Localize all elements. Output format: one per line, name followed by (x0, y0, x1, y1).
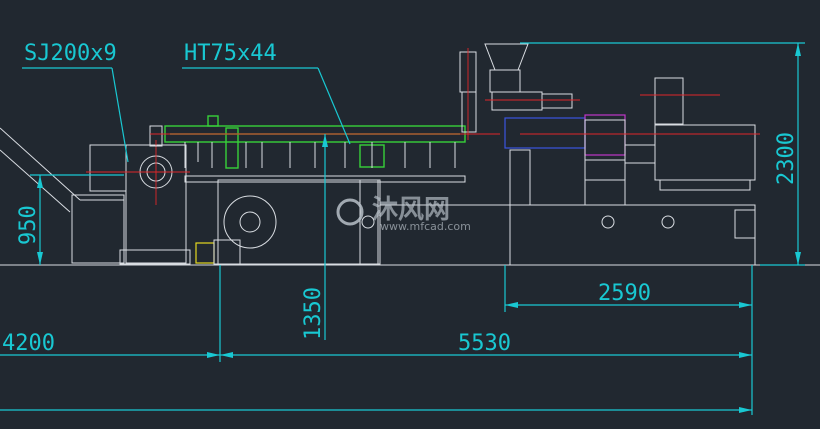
watermark-url: www.mfcad.com (380, 220, 471, 233)
dim-4200-text: 4200 (2, 331, 55, 356)
sj200-leader (22, 67, 129, 163)
extruder-model-label: HT75x44 (184, 41, 277, 66)
dim-1350-text: 1350 (301, 287, 326, 340)
side-feeder (459, 43, 580, 140)
dim-2300-lines (520, 42, 805, 266)
gearbox-motor (504, 77, 760, 191)
mfcad-logo-icon (336, 198, 364, 226)
base-frame (217, 149, 756, 266)
dim-950-lines (30, 174, 124, 265)
ht75-leader (182, 67, 351, 145)
watermark-brand: 沐风网 (372, 195, 450, 225)
dim-2300-text: 2300 (774, 132, 799, 185)
inclined-conveyor (0, 127, 125, 264)
dim-5530-lines (0, 265, 752, 413)
mfcad-watermark: 沐风网 www.mfcad.com (336, 195, 471, 233)
dim-5530-text: 5530 (458, 331, 511, 356)
dim-1350-lines (322, 134, 328, 340)
dim-2590-text: 2590 (598, 281, 651, 306)
screw-model-label: SJ200x9 (24, 41, 117, 66)
dim-2590-lines (504, 265, 753, 415)
dim-950-text: 950 (16, 205, 41, 245)
